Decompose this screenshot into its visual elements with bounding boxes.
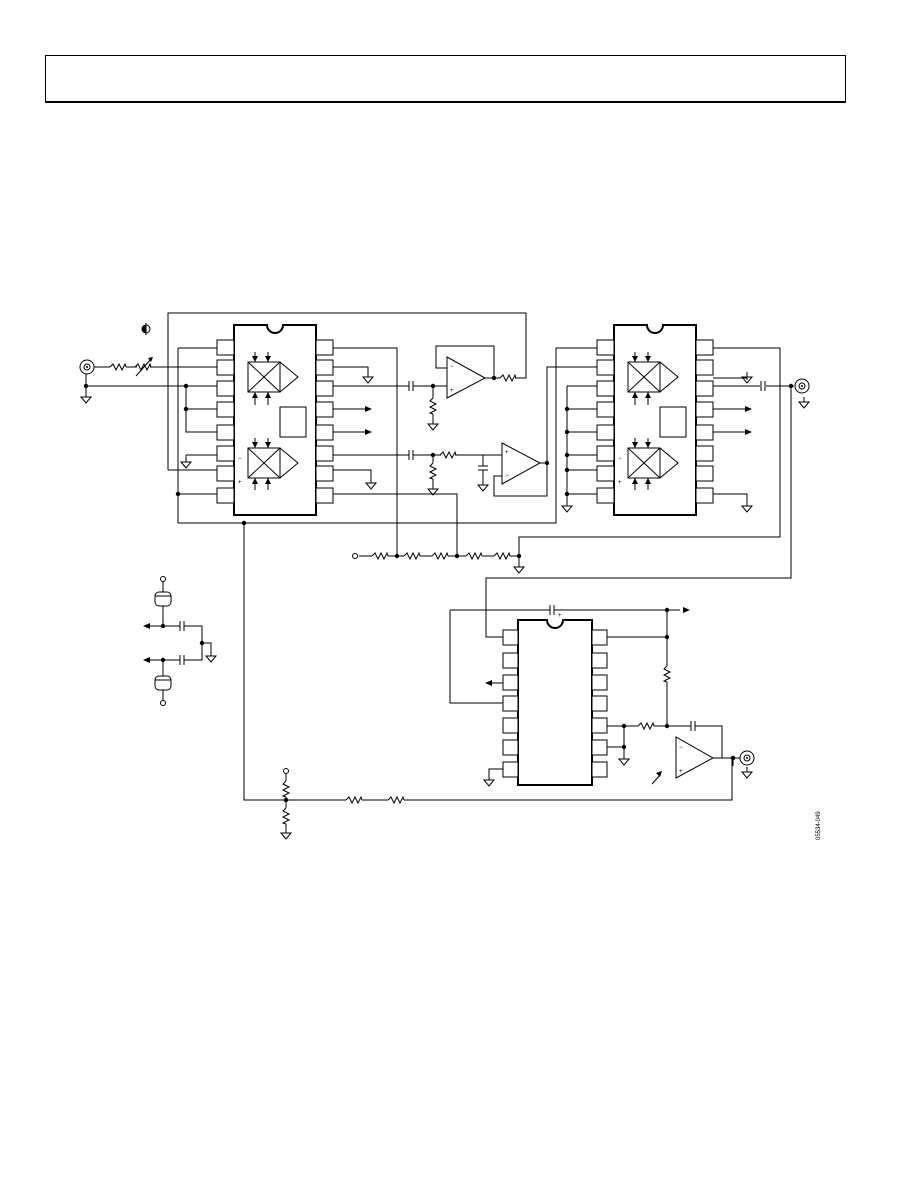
mixer-cell-2b: − + — [618, 438, 679, 490]
opamp-1: − + — [446, 356, 487, 399]
amp-plus-label: + — [618, 480, 622, 486]
opamp-3: − + — [675, 736, 715, 779]
opamp-1-plus: + — [450, 388, 454, 394]
bias-block-2 — [659, 406, 687, 438]
amp-plus-label: + — [238, 480, 242, 486]
mixer-cell-2a — [627, 352, 679, 405]
supply-terminals — [160, 553, 358, 774]
connectors — [79, 359, 810, 766]
if-output-connector — [794, 378, 810, 394]
mixer-ic-2: − + — [596, 324, 714, 516]
ferrite-beads — [154, 591, 172, 691]
junction-dots — [83, 375, 794, 803]
figure-code: 05534-049 — [816, 811, 822, 840]
electrolytic-plus: + — [558, 613, 562, 619]
audio-output-connector — [739, 750, 755, 766]
opamp-1-minus: − — [450, 364, 454, 370]
amp-minus-label: − — [618, 456, 622, 462]
mixer-ic-1-right-pins — [315, 339, 334, 504]
opamp-2: + − — [501, 442, 542, 485]
rf-input-connector — [79, 359, 95, 375]
header-box — [45, 55, 846, 103]
opamp-3-minus: − — [679, 745, 683, 751]
opamp-2-plus: + — [505, 450, 509, 456]
amplifier-ic-3-right-pins — [591, 629, 608, 778]
polarity-symbol — [141, 323, 151, 335]
variable-resistor — [134, 357, 153, 377]
capacitors: + — [179, 380, 766, 732]
amplifier-ic-3-left-pins — [502, 629, 519, 778]
opamp-2-minus: − — [505, 473, 509, 479]
bias-block-1 — [279, 406, 307, 438]
opamp-3-plus: + — [679, 769, 683, 775]
amp-minus-label: − — [238, 456, 242, 462]
grounds — [80, 371, 810, 840]
mixer-cell-1a — [247, 352, 299, 405]
mixer-ic-2-left-pins — [596, 339, 615, 504]
mixer-ic-1: − + — [216, 324, 334, 516]
mixer-cell-1b: − + — [238, 438, 299, 490]
wiring — [85, 312, 794, 828]
mixer-ic-2-right-pins — [695, 339, 714, 504]
signal-arrows — [143, 406, 752, 785]
mixer-ic-1-left-pins — [216, 339, 235, 504]
amplifier-ic-3 — [502, 619, 608, 786]
resistors — [109, 363, 671, 825]
